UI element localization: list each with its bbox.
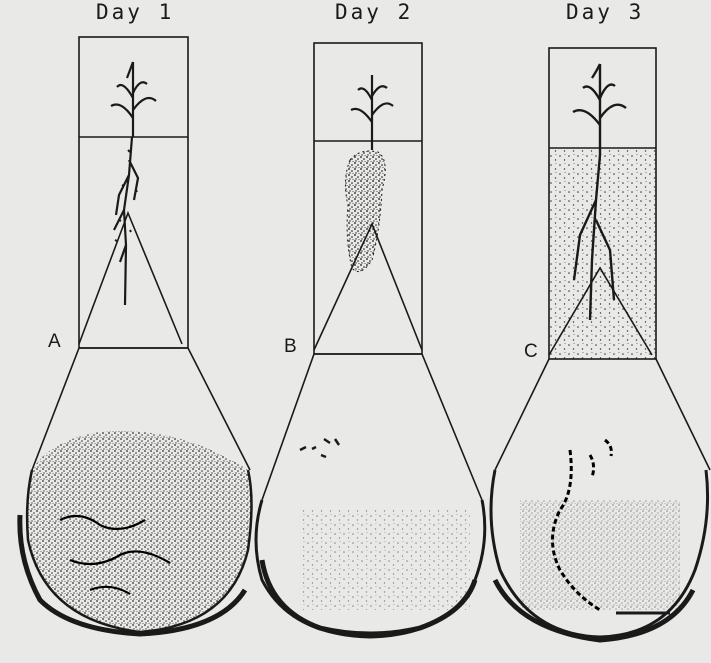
panel-b-root-mass (345, 151, 385, 272)
panel-a-plant (111, 62, 156, 305)
panel-a-zoom-cone (79, 213, 182, 344)
panel-a (20, 37, 252, 634)
panel-b-plant (351, 75, 393, 150)
panel-c-zoom-lines (495, 359, 710, 470)
panel-b-zoom-lines (262, 354, 482, 500)
panel-b (256, 43, 485, 637)
panel-c (491, 48, 710, 640)
